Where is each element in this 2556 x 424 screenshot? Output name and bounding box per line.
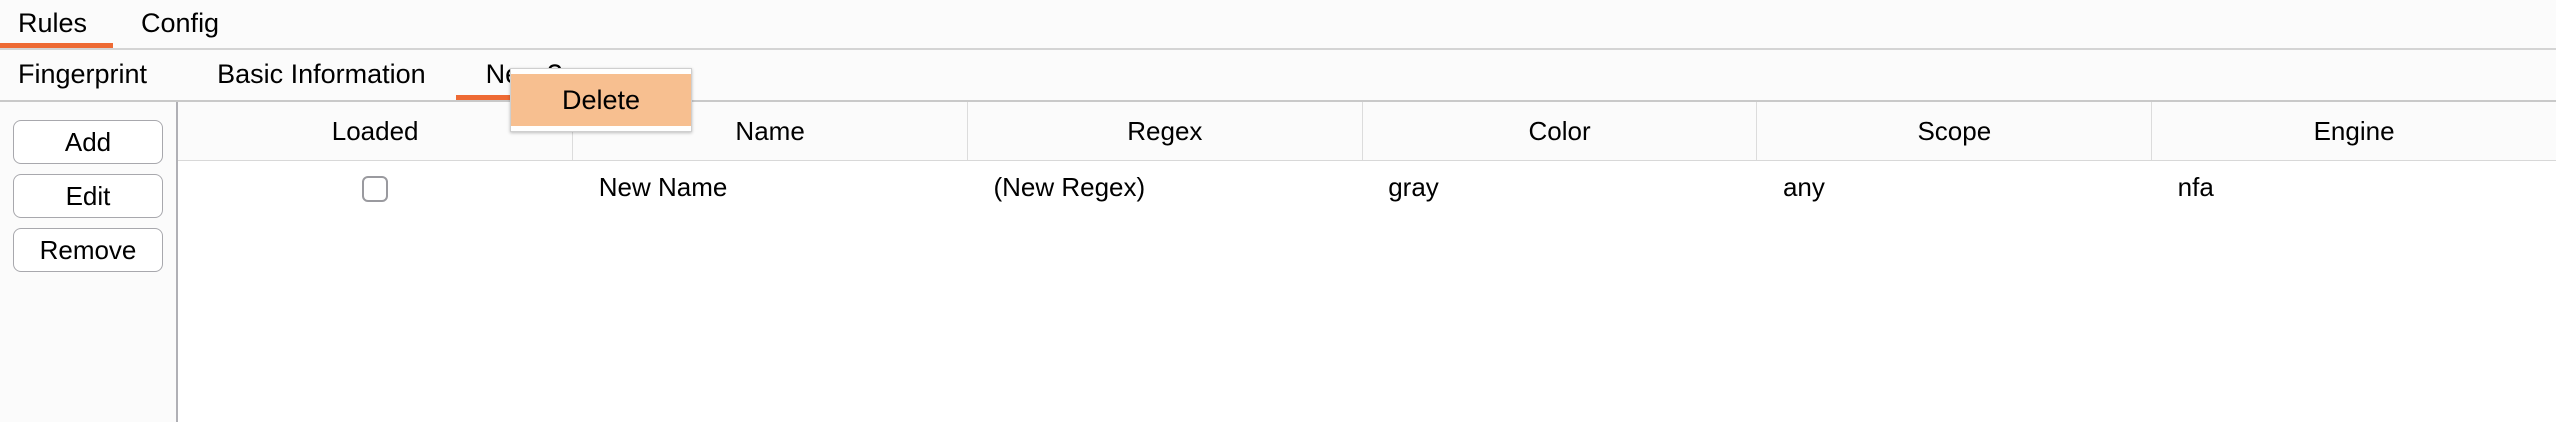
column-header-color[interactable]: Color [1362,102,1758,161]
loaded-checkbox[interactable] [362,176,389,203]
main-content: Add Edit Remove Loaded Name Regex Color … [0,102,2556,422]
cell-scope: any [1756,160,2152,214]
remove-button[interactable]: Remove [13,228,163,272]
table-row[interactable]: New Name (New Regex) gray any nfa [178,160,2556,214]
add-button[interactable]: Add [13,120,163,164]
column-header-regex[interactable]: Regex [967,102,1363,161]
column-header-scope[interactable]: Scope [1756,102,2153,161]
context-menu-item-delete[interactable]: Delete [511,74,691,126]
tab-basic-information-label: Basic Information [217,59,426,89]
column-header-loaded[interactable]: Loaded [178,102,574,161]
cell-color: gray [1362,160,1757,214]
side-button-panel: Add Edit Remove [0,102,176,422]
tab-config-label: Config [141,8,220,38]
cell-engine: nfa [2151,160,2556,214]
tab-fingerprint-label: Fingerprint [18,59,148,89]
context-menu-item-delete-label: Delete [561,85,641,115]
rules-table-container: Loaded Name Regex Color Scope Engine New… [176,102,2556,422]
column-header-engine[interactable]: Engine [2151,102,2556,161]
cell-name: New Name [572,160,968,214]
tab-rules-label: Rules [18,8,88,38]
tab-fingerprint[interactable]: Fingerprint [0,50,187,98]
primary-tab-bar: Rules Config [0,0,2556,50]
tab-config[interactable]: Config [113,0,247,46]
tab-rules[interactable]: Rules [0,0,114,48]
cell-loaded [178,160,573,214]
cell-regex: (New Regex) [967,160,1363,214]
rules-table: Loaded Name Regex Color Scope Engine New… [178,102,2556,214]
secondary-tab-bar: Fingerprint Basic Information New ? [0,50,2556,102]
tab-basic-information[interactable]: Basic Information [187,50,456,98]
edit-button[interactable]: Edit [13,174,163,218]
context-menu: Delete [510,68,692,132]
